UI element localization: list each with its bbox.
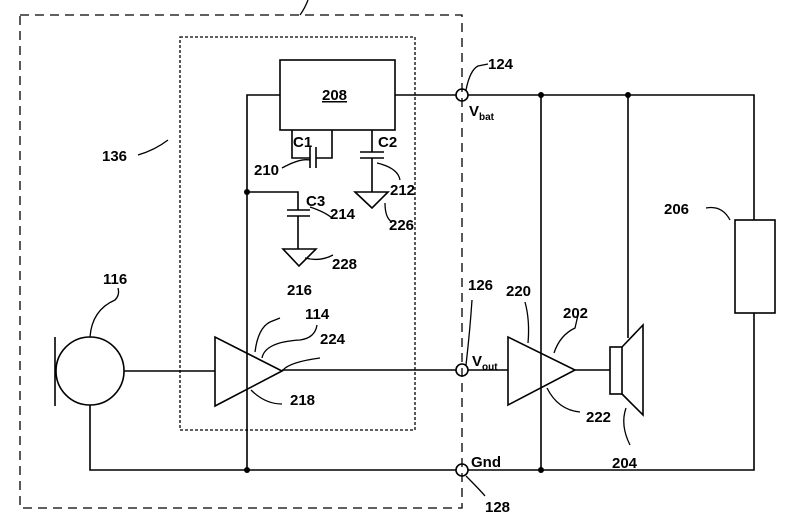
ground-symbol-226 xyxy=(355,192,388,208)
ref-220: 220 xyxy=(506,283,531,300)
ref-124: 124 xyxy=(488,56,514,73)
ref-228: 228 xyxy=(332,256,357,273)
microphone-116 xyxy=(56,337,124,405)
ref-114: 114 xyxy=(305,306,330,323)
ref-212: 212 xyxy=(390,182,415,199)
ref-222: 222 xyxy=(586,409,611,426)
speaker-204-cone xyxy=(622,325,643,415)
gnd-rail xyxy=(90,313,754,470)
ref-216: 216 xyxy=(287,282,312,299)
ref-126: 126 xyxy=(468,277,493,294)
ref-214: 214 xyxy=(330,206,356,223)
ref-128: 128 xyxy=(485,499,510,516)
outer-boundary-leader xyxy=(300,0,308,15)
ref-206: 206 xyxy=(664,201,689,218)
vbat-rail xyxy=(247,95,754,470)
ref-226: 226 xyxy=(389,217,414,234)
resistor-206 xyxy=(735,220,775,313)
vbat-label: Vbat xyxy=(469,103,495,123)
ref-204: 204 xyxy=(612,455,638,472)
ground-symbol-228 xyxy=(283,249,316,266)
ref-218: 218 xyxy=(290,392,315,409)
ref-116: 116 xyxy=(103,271,127,288)
gnd-label: Gnd xyxy=(471,454,501,471)
leader-lines xyxy=(90,64,730,496)
capacitor-c3 xyxy=(247,192,310,249)
ref-136: 136 xyxy=(102,148,127,165)
amplifier-114 xyxy=(215,337,282,406)
c1-label: C1 xyxy=(293,134,312,151)
ref-210: 210 xyxy=(254,162,279,179)
ref-224: 224 xyxy=(320,331,346,348)
speaker-204-magnet xyxy=(610,347,622,394)
ref-202: 202 xyxy=(563,305,588,322)
block-208-label: 208 xyxy=(322,87,347,104)
c3-label: C3 xyxy=(306,193,325,210)
c2-label: C2 xyxy=(378,134,397,151)
